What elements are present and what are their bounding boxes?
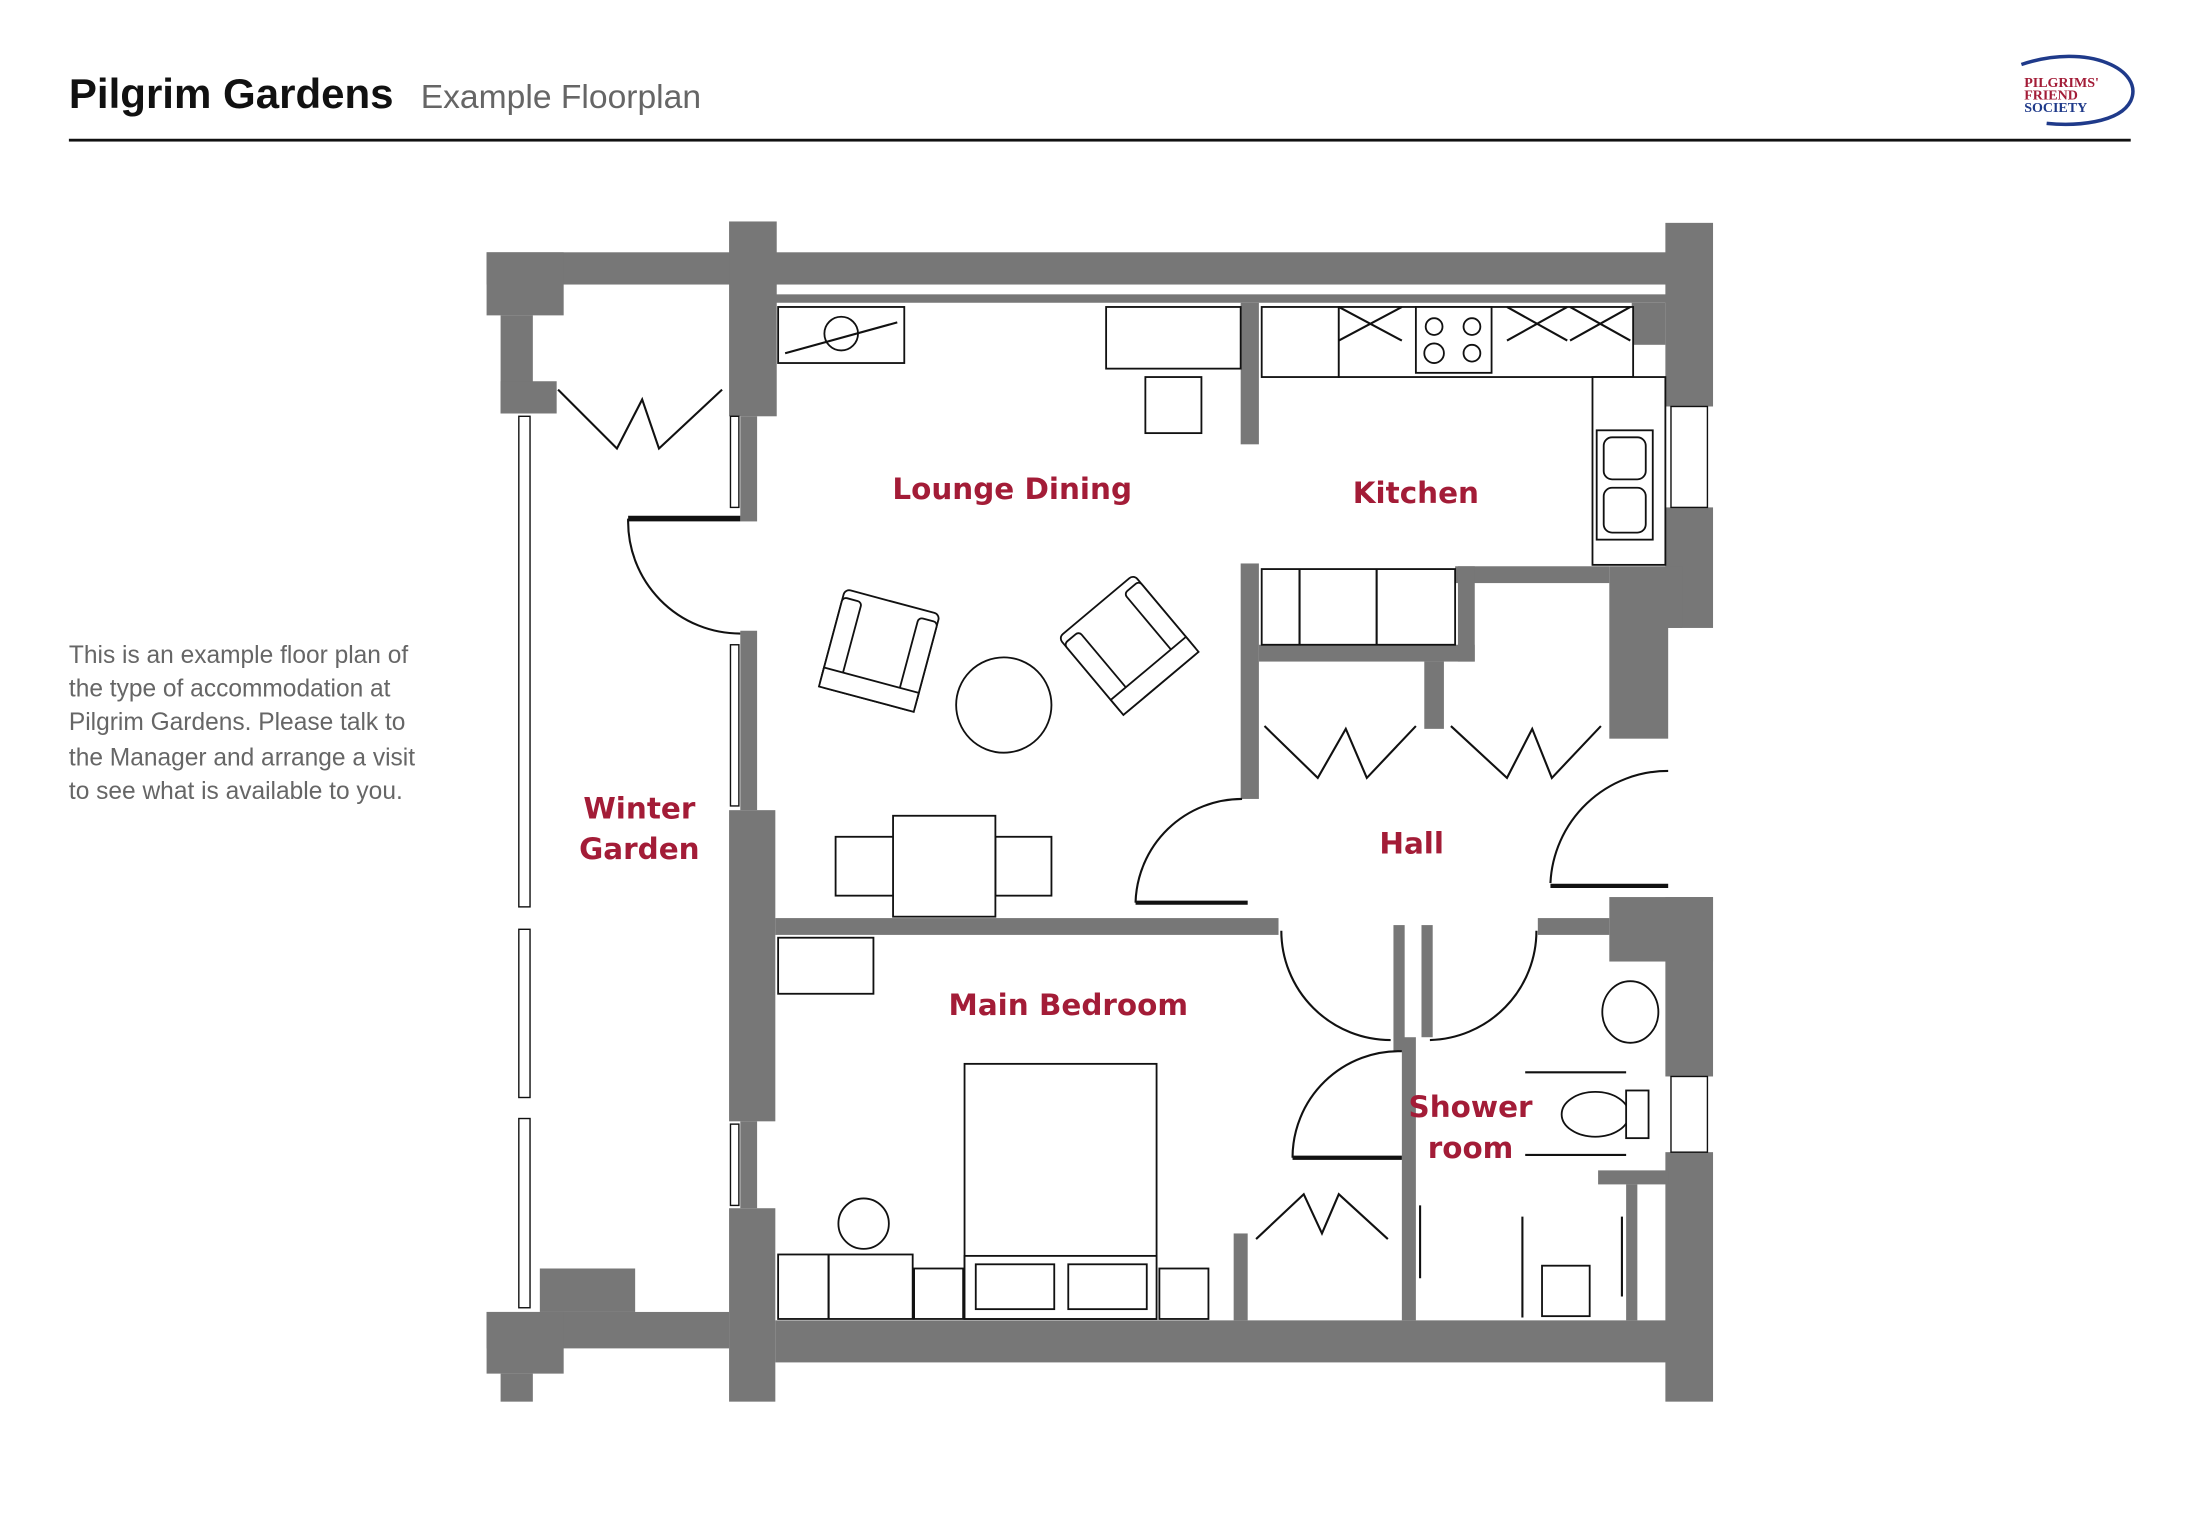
toilet-icon <box>1560 1090 1630 1138</box>
armchair-left <box>817 589 940 713</box>
hob-icon <box>1414 306 1493 374</box>
room-label-shower: Shower <box>1409 1090 1533 1124</box>
page-title: Pilgrim Gardens <box>69 70 394 117</box>
svg-text:PILGRIMS': PILGRIMS' <box>2024 76 2099 91</box>
desk <box>777 936 875 995</box>
svg-text:SOCIETY: SOCIETY <box>2024 101 2087 116</box>
page-subtitle: Example Floorplan <box>421 79 701 116</box>
dresser <box>777 1253 914 1320</box>
tv-unit <box>777 306 906 364</box>
room-label-winter-garden: Winter <box>583 792 696 826</box>
svg-text:This is an example floor plan: This is an example floor plan of <box>69 642 408 669</box>
bedside-table <box>1158 1267 1210 1320</box>
side-table <box>1144 376 1203 435</box>
room-label-hall: Hall <box>1379 827 1444 861</box>
svg-text:to see what is available to yo: to see what is available to you. <box>69 778 403 805</box>
description-text: This is an example floor plan of the typ… <box>69 642 415 805</box>
svg-text:the type of accommodation at: the type of accommodation at <box>69 676 391 703</box>
dining-table <box>892 814 997 918</box>
stool <box>837 1197 890 1250</box>
shower-seat <box>1541 1264 1591 1318</box>
svg-text:the Manager and arrange a visi: the Manager and arrange a visit <box>69 744 415 771</box>
coffee-table <box>955 656 1053 754</box>
svg-text:Garden: Garden <box>579 832 699 866</box>
svg-text:FRIEND: FRIEND <box>2024 89 2078 104</box>
room-labels: Lounge Dining Kitchen Winter Garden Hall… <box>579 472 1533 1165</box>
header-rule <box>68 138 2131 142</box>
room-label-bedroom: Main Bedroom <box>949 988 1188 1022</box>
svg-text:room: room <box>1428 1131 1514 1165</box>
sideboard <box>1105 306 1242 370</box>
walls <box>486 221 1714 1402</box>
washbasin-icon <box>1601 980 1660 1044</box>
doors <box>557 388 1669 1240</box>
pilgrims-friend-society-logo: PILGRIMS' FRIEND SOCIETY <box>2020 54 2135 126</box>
bedside-table <box>913 1267 965 1320</box>
svg-text:Pilgrim Gardens. Please talk t: Pilgrim Gardens. Please talk to <box>69 709 406 736</box>
room-label-kitchen: Kitchen <box>1353 476 1479 510</box>
windows <box>518 405 1709 1309</box>
room-label-lounge: Lounge Dining <box>892 472 1132 506</box>
furniture <box>777 306 1667 1320</box>
armchair-right <box>1059 575 1200 717</box>
